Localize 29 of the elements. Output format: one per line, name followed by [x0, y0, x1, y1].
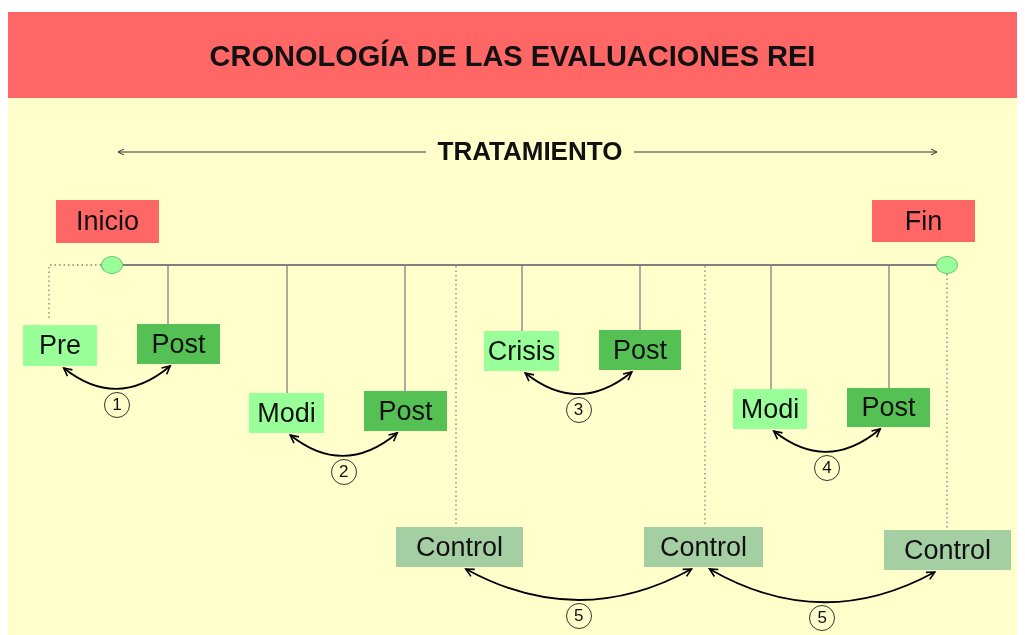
evaluation-box: Modi — [249, 393, 324, 433]
double-arrow — [524, 371, 633, 395]
connector-line — [770, 265, 772, 390]
evaluation-box: Post — [137, 324, 220, 364]
evaluation-box: Post — [599, 330, 681, 370]
connector-line — [404, 265, 406, 392]
connector-line — [521, 265, 523, 332]
milestone-box: Fin — [872, 200, 975, 242]
connector-line — [286, 265, 288, 394]
connector-line — [946, 273, 948, 531]
evaluation-box: Control — [396, 527, 523, 567]
double-arrow — [289, 432, 399, 457]
evaluation-box: Post — [364, 391, 447, 431]
double-arrow — [708, 568, 936, 604]
timeline-line — [123, 264, 936, 266]
title: CRONOLOGÍA DE LAS EVALUACIONES REI — [208, 40, 817, 73]
evaluation-box: Modi — [733, 389, 807, 429]
evaluation-box: Crisis — [484, 331, 559, 371]
milestone-box: Inicio — [56, 200, 159, 243]
connector-line — [167, 265, 169, 325]
double-arrow — [62, 365, 172, 390]
evaluation-box: Pre — [23, 325, 97, 366]
evaluation-box: Post — [847, 388, 930, 427]
evaluation-box: Control — [884, 530, 1011, 570]
double-arrow — [464, 568, 693, 601]
connector-line — [639, 265, 641, 331]
evaluation-box: Control — [644, 527, 763, 567]
connector-line — [888, 265, 890, 389]
double-arrow — [772, 428, 882, 453]
